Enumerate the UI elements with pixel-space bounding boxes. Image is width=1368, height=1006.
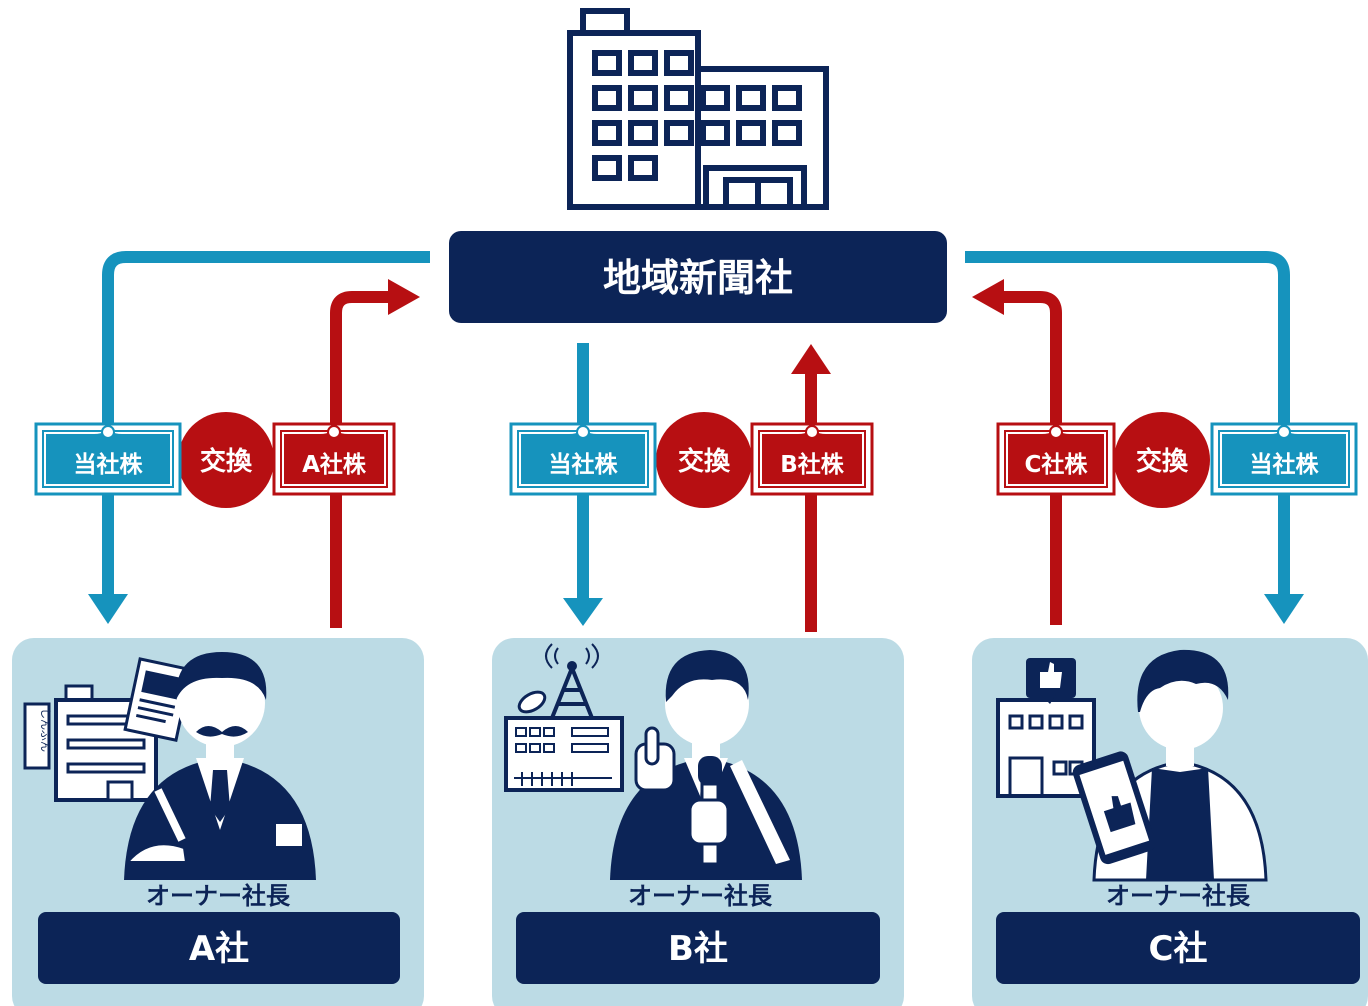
company-name: A社: [189, 929, 249, 969]
own-stock-certificate: 当社株: [509, 422, 657, 496]
exchange-label: 交換: [1136, 446, 1189, 477]
arrow-a-to-hub: [330, 291, 392, 628]
company-panel-c: オーナー社長 C社: [972, 638, 1368, 1006]
owner-illustration-a: [124, 652, 316, 880]
svg-text:当社株: 当社株: [74, 451, 144, 478]
a-stock-certificate: A社株: [272, 422, 396, 496]
arrow-hub-to-c: [965, 251, 1290, 596]
company-name-box-b: B社: [516, 912, 880, 984]
exchange-group-b: 交換 当社株 B社株: [509, 412, 874, 508]
hub-label: 地域新聞社: [603, 256, 793, 300]
company-name: C社: [1149, 929, 1208, 969]
arrow-c-to-hub: [1002, 291, 1062, 625]
arrow-hub-to-a: [102, 251, 430, 596]
owner-illustration-c: [1072, 649, 1268, 882]
arrows: [88, 251, 1304, 632]
svg-text:しんぶん: しんぶん: [39, 708, 52, 752]
owner-label: オーナー社長: [146, 882, 291, 910]
newspaper-company-icon: しんぶん: [23, 657, 193, 802]
b-stock-certificate: B社株: [750, 422, 874, 496]
svg-text:当社株: 当社株: [1250, 451, 1320, 478]
exchange-group-a: 交換 当社株 A社株: [34, 412, 396, 508]
owner-label: オーナー社長: [628, 882, 773, 910]
c-stock-certificate: C社株: [996, 422, 1116, 496]
svg-text:A社株: A社株: [302, 451, 367, 478]
web-media-icon: [996, 658, 1096, 798]
svg-text:C社株: C社株: [1025, 451, 1089, 478]
svg-text:当社株: 当社株: [549, 451, 619, 478]
company-name-box-c: C社: [996, 912, 1360, 984]
exchange-circle: [1114, 412, 1210, 508]
exchange-label: 交換: [200, 446, 253, 477]
owner-illustration-b: [610, 650, 802, 880]
exchange-circle: [656, 412, 752, 508]
hub-box: 地域新聞社: [449, 231, 947, 323]
own-stock-certificate: 当社株: [34, 422, 182, 496]
exchange-label: 交換: [678, 446, 731, 477]
company-panel-a: しんぶん: [12, 638, 424, 1006]
office-building-icon: [567, 8, 829, 210]
owner-label: オーナー社長: [1106, 882, 1251, 910]
own-stock-certificate: 当社株: [1210, 422, 1358, 496]
exchange-group-c: 交換 C社株 当社株: [996, 412, 1358, 508]
company-panel-b: オーナー社長 B社: [492, 638, 904, 1006]
exchange-circle: [178, 412, 274, 508]
svg-text:B社株: B社株: [780, 451, 845, 478]
company-name-box-a: A社: [38, 912, 400, 984]
company-name: B社: [668, 929, 728, 969]
broadcast-station-icon: [504, 643, 624, 792]
